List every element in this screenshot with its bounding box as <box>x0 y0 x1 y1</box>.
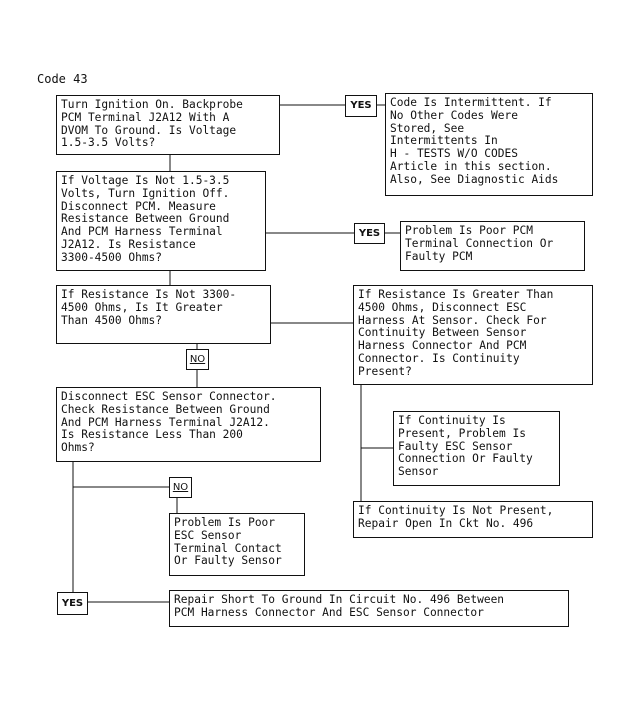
yes-label: YES <box>345 95 377 117</box>
page-title: Code 43 <box>37 72 88 86</box>
result-repair-open-circuit: If Continuity Is Not Present, Repair Ope… <box>353 501 593 538</box>
step-measure-resistance: If Voltage Is Not 1.5-3.5 Volts, Turn Ig… <box>56 171 266 271</box>
step-disconnect-esc-sensor: Disconnect ESC Sensor Connector. Check R… <box>56 387 321 462</box>
step-check-continuity: If Resistance Is Greater Than 4500 Ohms,… <box>353 285 593 385</box>
result-repair-short: Repair Short To Ground In Circuit No. 49… <box>169 590 569 627</box>
step-resistance-greater: If Resistance Is Not 3300- 4500 Ohms, Is… <box>56 285 271 344</box>
no-label: NO <box>169 477 192 498</box>
result-intermittent: Code Is Intermittent. If No Other Codes … <box>385 93 593 196</box>
yes-label: YES <box>57 592 88 615</box>
step-check-voltage: Turn Ignition On. Backprobe PCM Terminal… <box>56 95 280 155</box>
no-label: NO <box>186 349 209 370</box>
result-poor-esc-terminal: Problem Is Poor ESC Sensor Terminal Cont… <box>169 513 305 576</box>
result-poor-pcm-connection: Problem Is Poor PCM Terminal Connection … <box>400 221 585 271</box>
yes-label: YES <box>354 223 385 244</box>
result-faulty-esc-sensor: If Continuity Is Present, Problem Is Fau… <box>393 411 560 486</box>
